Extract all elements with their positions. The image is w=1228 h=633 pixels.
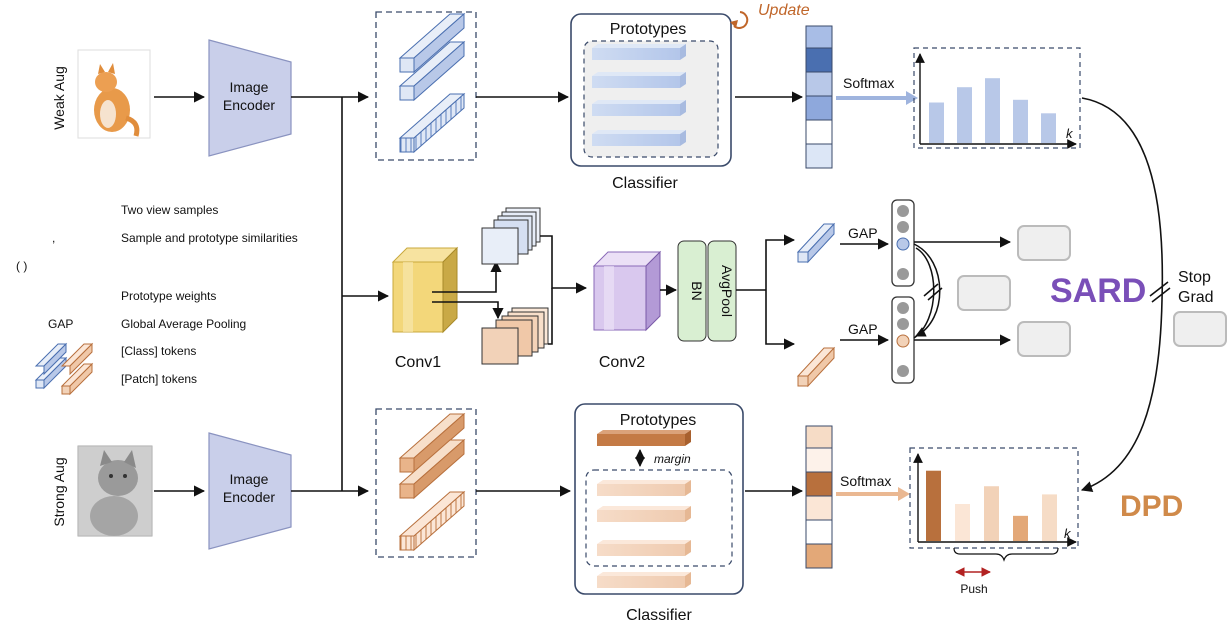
loss-box-2	[957, 275, 1011, 311]
axis-k-top: k	[1066, 126, 1074, 141]
token-group-bottom	[375, 408, 477, 558]
svg-text:Conv1: Conv1	[395, 354, 441, 371]
classifier-label-bottom: Classifier	[626, 607, 692, 624]
prob-bar	[1013, 99, 1028, 143]
logit-vector-bottom	[805, 425, 833, 569]
feature-stack-blue	[481, 207, 541, 265]
legend-prefix-2: ,	[52, 231, 55, 245]
conv2-block: Conv2	[592, 250, 662, 371]
feature-stack-orange	[481, 307, 549, 365]
update-indicator: Update	[730, 2, 810, 29]
strong-aug-label: Strong Aug	[51, 457, 67, 526]
svg-text:Image: Image	[230, 79, 269, 95]
token-column-top	[891, 199, 915, 287]
gap-token-blue	[796, 222, 836, 264]
push-label: Push	[960, 582, 987, 596]
gap-label-top: GAP	[848, 225, 878, 241]
gap-token-orange	[796, 346, 836, 388]
prob-bar	[955, 504, 970, 541]
weak-cat-image	[77, 49, 151, 139]
prob-bar	[984, 486, 999, 541]
token-group-top	[375, 11, 477, 161]
prototypes-title-top: Prototypes	[610, 21, 686, 38]
prob-bar	[1042, 494, 1057, 541]
legend-text-5: Global Average Pooling	[121, 317, 246, 331]
legend-text-2: Sample and prototype similarities	[121, 231, 298, 245]
prob-chart-bottom: k Push	[909, 447, 1079, 596]
svg-text:Encoder: Encoder	[223, 97, 275, 113]
svg-text:Encoder: Encoder	[223, 489, 275, 505]
weak-aug-label: Weak Aug	[51, 66, 67, 130]
prob-bar	[1013, 515, 1028, 541]
loss-box-1	[1017, 225, 1071, 261]
stop-grad-line2: Grad	[1178, 289, 1214, 306]
image-encoder-top: Image Encoder	[208, 39, 292, 157]
prob-chart-top: k	[913, 47, 1081, 149]
legend-text-7: [Patch] tokens	[121, 372, 197, 386]
image-encoder-bottom: Image Encoder	[208, 432, 292, 550]
legend-prefix-3: ( )	[16, 259, 27, 273]
bn-block: BN	[677, 240, 707, 342]
prob-bar	[1041, 113, 1056, 143]
prob-bar	[926, 470, 941, 541]
prototypes-title-bottom: Prototypes	[620, 412, 696, 429]
loss-box-3	[1017, 321, 1071, 357]
classifier-top: Prototypes Classifier	[570, 13, 732, 192]
softmax-label-top: Softmax	[843, 75, 894, 91]
margin-prototype	[597, 430, 691, 446]
prob-bar	[957, 87, 972, 143]
stop-grad-line1: Stop	[1178, 269, 1211, 286]
legend-text-6: [Class] tokens	[121, 344, 196, 358]
strong-cat-image	[77, 445, 153, 537]
conv1-block: Conv1	[391, 246, 459, 371]
margin-label: margin	[654, 452, 691, 466]
patch-token-legend-icon	[60, 342, 94, 396]
prob-bar	[929, 102, 944, 143]
prototype-bars-top	[592, 44, 686, 146]
softmax-label-bottom: Softmax	[840, 473, 891, 489]
svg-text:Image: Image	[230, 471, 269, 487]
axis-k-bottom: k	[1064, 526, 1072, 541]
classifier-bottom: Prototypes margin Classifier	[574, 403, 744, 624]
classifier-label-top: Classifier	[612, 175, 678, 192]
gap-label-bottom: GAP	[848, 321, 878, 337]
svg-text:BN: BN	[689, 281, 705, 300]
prototype-bars-bottom	[597, 480, 691, 588]
legend-text-1: Two view samples	[121, 203, 218, 217]
update-label: Update	[758, 2, 810, 19]
dpd-label: DPD	[1120, 490, 1183, 523]
svg-text:Conv2: Conv2	[599, 354, 645, 371]
prob-bar	[985, 78, 1000, 143]
loss-box-4	[1173, 311, 1227, 347]
legend-text-4: Prototype weights	[121, 289, 216, 303]
token-column-bottom	[891, 296, 915, 384]
logit-vector-top	[805, 25, 833, 169]
svg-text:AvgPool: AvgPool	[719, 265, 735, 317]
legend: Two view samples , Sample and prototype …	[16, 203, 298, 396]
legend-prefix-5: GAP	[48, 317, 73, 331]
sard-label: SARD	[1050, 272, 1146, 310]
avgpool-block: AvgPool	[707, 240, 737, 342]
